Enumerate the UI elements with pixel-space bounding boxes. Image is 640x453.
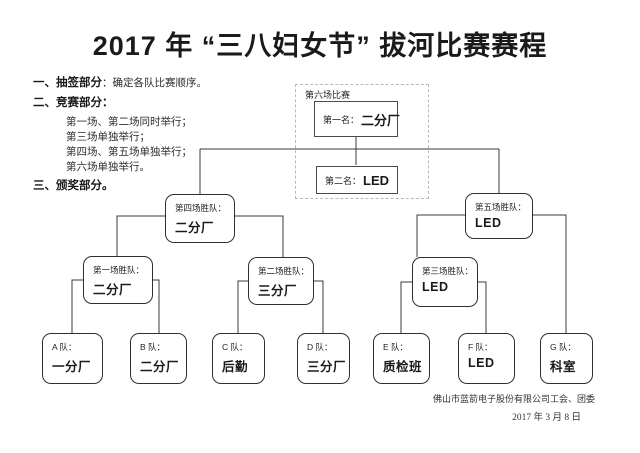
team-d-label: D 队： bbox=[307, 342, 333, 352]
team-a-label: A 队： bbox=[52, 342, 77, 352]
team-c-box: C 队： 后勤 bbox=[212, 333, 265, 384]
team-d-box: D 队： 三分厂 bbox=[297, 333, 350, 384]
final-match-group: 第六场比赛 第一名： 二分厂 第二名： LED bbox=[295, 84, 429, 199]
team-e-label: E 队： bbox=[383, 342, 409, 352]
team-g-label: G 队： bbox=[550, 342, 576, 352]
note-match-line: 第四场、第五场单独举行； bbox=[66, 147, 192, 158]
match1-winner-value: 二分厂 bbox=[93, 283, 133, 297]
second-place-box: 第二名： LED bbox=[316, 166, 398, 194]
semifinal-left-value: 二分厂 bbox=[175, 221, 215, 235]
semifinal-right-label: 第五场胜队： bbox=[475, 202, 527, 212]
notes-section: 一、抽签部分：确定各队比赛顺序。 二、竞赛部分： 第一场、第二场同时举行； 第三… bbox=[33, 76, 293, 198]
footer: 佛山市蓝箭电子股份有限公司工会、团委 2017 年 3 月 8 日 bbox=[433, 392, 595, 423]
note-item-draw-detail: ：确定各队比赛顺序。 bbox=[102, 78, 207, 89]
semifinal-right-value: LED bbox=[475, 216, 502, 230]
team-b-label: B 队： bbox=[140, 342, 166, 352]
page-title: 2017 年 “三八妇女节” 拔河比赛赛程 bbox=[92, 31, 548, 61]
second-place-label: 第二名： bbox=[325, 175, 362, 186]
match2-winner-label: 第二场胜队： bbox=[258, 266, 310, 276]
match2-winner-value: 三分厂 bbox=[258, 284, 298, 298]
footer-organizer: 佛山市蓝箭电子股份有限公司工会、团委 bbox=[432, 394, 595, 404]
semifinal-right-box: 第五场胜队： LED bbox=[465, 193, 533, 239]
team-e-value: 质检班 bbox=[383, 360, 423, 374]
semifinal-left-box: 第四场胜队： 二分厂 bbox=[165, 194, 235, 243]
team-c-value: 后勤 bbox=[222, 360, 249, 374]
first-place-value: 二分厂 bbox=[361, 112, 401, 128]
team-f-box: F 队： LED bbox=[458, 333, 515, 384]
team-g-box: G 队： 科室 bbox=[540, 333, 593, 384]
team-e-box: E 队： 质检班 bbox=[373, 333, 430, 384]
semifinal-left-label: 第四场胜队： bbox=[175, 203, 227, 213]
note-item-draw: 一、抽签部分：确定各队比赛顺序。 bbox=[33, 76, 293, 91]
note-match-line: 第六场单独举行。 bbox=[66, 162, 150, 173]
match3-winner-value: LED bbox=[422, 280, 449, 294]
match2-winner-box: 第二场胜队： 三分厂 bbox=[248, 257, 314, 305]
match1-winner-label: 第一场胜队： bbox=[93, 265, 145, 275]
final-match-group-label: 第六场比赛 bbox=[305, 90, 351, 100]
team-a-value: 一分厂 bbox=[52, 360, 92, 374]
team-g-value: 科室 bbox=[550, 360, 577, 374]
team-a-box: A 队： 一分厂 bbox=[42, 333, 103, 384]
second-place-value: LED bbox=[363, 172, 390, 188]
team-f-label: F 队： bbox=[468, 342, 493, 352]
note-item-awards-label: 三、颁奖部分。 bbox=[33, 180, 114, 192]
note-item-matches-label: 二、竞赛部分： bbox=[33, 97, 114, 109]
first-place-label: 第一名： bbox=[323, 114, 360, 125]
team-b-box: B 队： 二分厂 bbox=[130, 333, 187, 384]
team-b-value: 二分厂 bbox=[140, 360, 180, 374]
note-match-line: 第一场、第二场同时举行； bbox=[66, 117, 192, 128]
team-f-value: LED bbox=[468, 356, 495, 370]
team-d-value: 三分厂 bbox=[307, 360, 347, 374]
team-c-label: C 队： bbox=[222, 342, 248, 352]
match3-winner-box: 第三场胜队： LED bbox=[412, 257, 478, 307]
first-place-box: 第一名： 二分厂 bbox=[314, 101, 401, 137]
match3-winner-label: 第三场胜队： bbox=[422, 266, 474, 276]
note-match-line: 第三场单独举行； bbox=[66, 132, 150, 143]
footer-date: 2017 年 3 月 8 日 bbox=[512, 413, 581, 423]
note-item-draw-label: 一、抽签部分 bbox=[33, 77, 102, 89]
match1-winner-box: 第一场胜队： 二分厂 bbox=[83, 256, 153, 304]
